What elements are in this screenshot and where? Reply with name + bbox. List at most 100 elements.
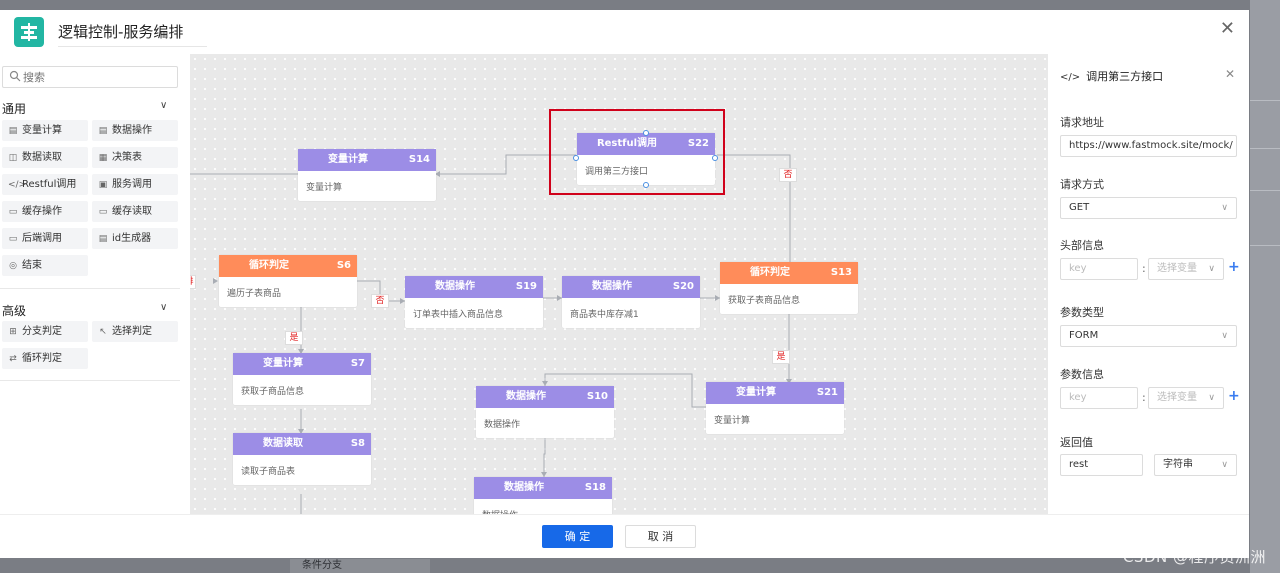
node-title: 数据读取 — [263, 438, 303, 449]
database-icon: ▤ — [98, 126, 108, 136]
close-icon[interactable]: ✕ — [1219, 18, 1235, 39]
connection-port[interactable] — [573, 155, 579, 161]
connection-port[interactable] — [712, 155, 718, 161]
palette-divider — [0, 288, 180, 289]
table-icon: ▦ — [98, 153, 108, 163]
palette-item-loop[interactable]: ⇄循环判定 — [2, 348, 88, 369]
flow-node-s7[interactable]: 变量计算 S7 获取子商品信息 — [233, 353, 371, 405]
backend-icon: ▭ — [8, 234, 18, 244]
background-peek-text: 条件分支 — [290, 559, 430, 573]
search-input[interactable] — [23, 69, 173, 85]
param-type-select[interactable]: FORM∨ — [1060, 325, 1237, 347]
palette-item-variable-calc[interactable]: ▤变量计算 — [2, 120, 88, 141]
watermark: CSDN @程序员洲洲 — [1122, 548, 1266, 566]
edge-label-partial: 排 — [190, 275, 196, 289]
palette-item-branch[interactable]: ⊞ 分支判定 — [2, 321, 88, 342]
return-value-input[interactable]: rest — [1060, 454, 1143, 476]
palette-item-cache-operation[interactable]: ▭缓存操作 — [2, 201, 88, 222]
palette-item-backend-call[interactable]: ▭后端调用 — [2, 228, 88, 249]
method-select-value: GET — [1069, 202, 1090, 213]
palette-item-decision-table[interactable]: ▦ 决策表 — [92, 147, 178, 168]
palette-item-restful[interactable]: </>Restful调用 — [2, 174, 88, 195]
palette-search[interactable] — [2, 66, 178, 88]
branch-icon: ⊞ — [9, 327, 17, 337]
palette-item-label: 选择判定 — [112, 326, 152, 337]
palette-item-label: 分支判定 — [22, 326, 62, 337]
node-header: 变量计算 S7 — [233, 353, 371, 375]
method-select[interactable]: GET∨ — [1060, 197, 1237, 219]
node-title: 变量计算 — [263, 358, 303, 369]
selection-highlight — [549, 109, 725, 195]
header-label: 头部信息 — [1060, 239, 1104, 252]
node-title: 变量计算 — [736, 387, 776, 398]
node-description: 数据操作 — [484, 420, 521, 430]
service-icon: ▣ — [98, 180, 108, 190]
code-icon: </> — [8, 180, 27, 190]
panel-title-text: 调用第三方接口 — [1086, 70, 1164, 83]
node-description: 遍历子表商品 — [227, 289, 282, 299]
flow-node-s10[interactable]: 数据操作 S10 数据操作 — [476, 386, 614, 438]
confirm-button[interactable]: 确 定 — [542, 525, 613, 548]
code-icon: </> — [1060, 72, 1081, 83]
cancel-button[interactable]: 取 消 — [625, 525, 696, 548]
palette-item-cache-read[interactable]: ▭缓存读取 — [92, 201, 178, 222]
node-header: 变量计算 S21 — [706, 382, 844, 404]
palette-item-id-generator[interactable]: ▤id生成器 — [92, 228, 178, 249]
chevron-down-icon[interactable]: ∨ — [160, 100, 168, 111]
palette-item-label: 决策表 — [112, 152, 142, 163]
connection-port[interactable] — [643, 182, 649, 188]
palette-item-choice[interactable]: ↖ 选择判定 — [92, 321, 178, 342]
node-id: S21 — [816, 387, 838, 398]
component-palette: 通用 ∨ ▤变量计算 ▤数据操作 ◫数据读取 ▦决策表 </>Restful调用… — [0, 54, 190, 514]
node-id: S20 — [672, 281, 694, 292]
node-id: S10 — [586, 391, 608, 402]
palette-item-label: 服务调用 — [112, 179, 152, 190]
edge-label-yes: 是 — [285, 331, 303, 345]
flow-node-s21[interactable]: 变量计算 S21 变量计算 — [706, 382, 844, 434]
panel-title: </> 调用第三方接口 — [1060, 68, 1163, 84]
method-label: 请求方式 — [1060, 178, 1104, 191]
stop-circle-icon: ◎ — [9, 261, 17, 271]
node-id: S18 — [584, 482, 606, 493]
close-icon[interactable]: ✕ — [1224, 67, 1235, 81]
return-type-select[interactable]: 字符串∨ — [1154, 454, 1237, 476]
node-id: S7 — [350, 358, 365, 369]
palette-item-data-operation[interactable]: ▤数据操作 — [92, 120, 178, 141]
url-input[interactable]: https://www.fastmock.site/mock/ — [1060, 135, 1237, 157]
palette-item-end[interactable]: ◎结束 — [2, 255, 88, 276]
node-title: 数据操作 — [506, 391, 546, 402]
palette-item-label: 数据读取 — [22, 152, 62, 163]
header-variable-select[interactable]: 选择变量∨ — [1148, 258, 1224, 280]
param-key-input[interactable]: key — [1060, 387, 1138, 409]
arrow-up-left-icon: ↖ — [99, 327, 107, 337]
param-variable-select[interactable]: 选择变量∨ — [1148, 387, 1224, 409]
add-header-icon[interactable]: + — [1228, 259, 1240, 275]
node-id: S8 — [350, 438, 365, 449]
node-id: S19 — [515, 281, 537, 292]
palette-item-service-call[interactable]: ▣ 服务调用 — [92, 174, 178, 195]
add-param-icon[interactable]: + — [1228, 388, 1240, 404]
chevron-down-icon[interactable]: ∨ — [160, 302, 168, 313]
palette-item-label: 循环判定 — [22, 353, 62, 364]
node-title: 循环判定 — [249, 260, 289, 271]
id-icon: ▤ — [98, 234, 108, 244]
edge-label-no: 否 — [371, 294, 389, 308]
app-logo-icon — [14, 17, 44, 47]
node-description: 获取子商品信息 — [241, 387, 305, 397]
header-key-input[interactable]: key — [1060, 258, 1138, 280]
node-title: Restful调用 — [596, 138, 658, 149]
connection-port[interactable] — [643, 130, 649, 136]
palette-item-data-read[interactable]: ◫数据读取 — [2, 147, 88, 168]
node-header: 数据操作 S10 — [476, 386, 614, 408]
